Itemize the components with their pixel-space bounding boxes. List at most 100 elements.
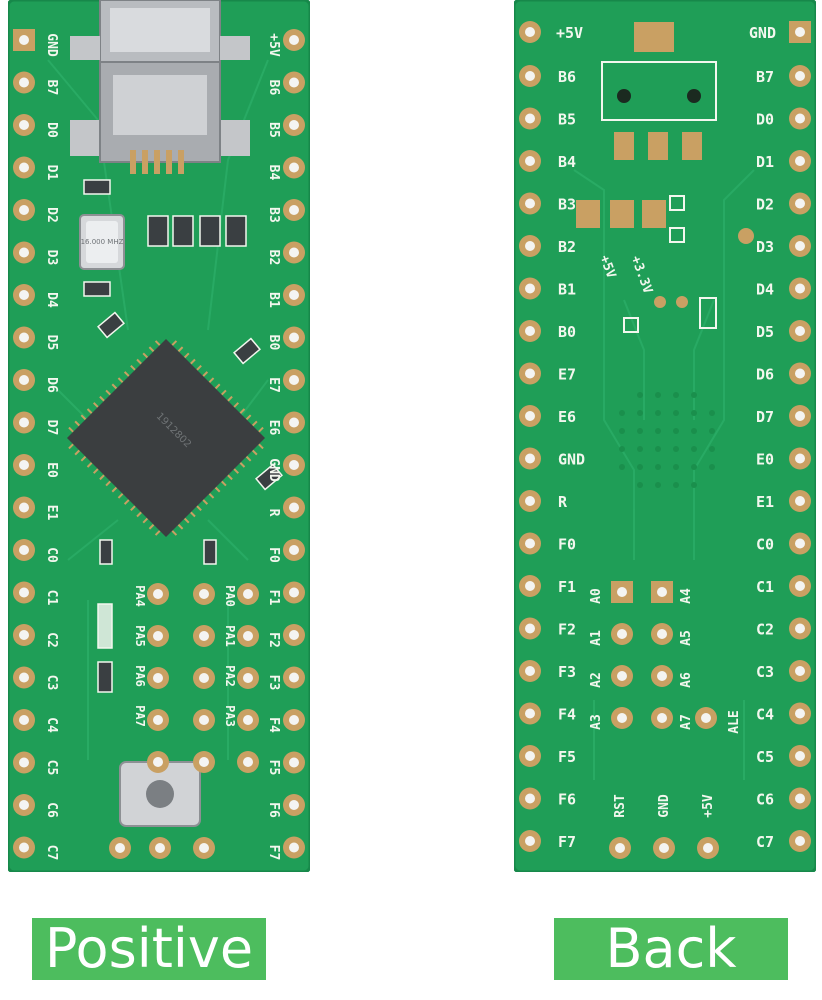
front-left-pad — [13, 624, 35, 646]
front-right-pad — [283, 156, 305, 179]
front-right-pad — [283, 836, 305, 859]
front-left-pad — [13, 326, 35, 349]
back-left-pad — [519, 150, 541, 172]
back-analog-left-label: A0 — [589, 588, 604, 604]
front-right-pin-label: B6 — [266, 80, 281, 96]
back-right-pin-label: D2 — [756, 196, 774, 214]
front-inner-pad — [147, 667, 169, 689]
front-right-pin-label: F1 — [266, 590, 281, 606]
back-left-pin-label: F3 — [558, 663, 576, 681]
back-analog-left-pad — [611, 581, 633, 603]
front-left-pin-label: D3 — [44, 250, 59, 266]
back-label: Back — [554, 918, 788, 980]
front-right-pin-label: F6 — [266, 802, 281, 818]
microcontroller-chip: 1912802 — [67, 339, 265, 537]
front-bottom-pad — [149, 837, 171, 859]
back-bottom-pad — [697, 837, 719, 859]
back-analog-left-pad — [611, 707, 633, 729]
back-left-pin-label: F0 — [558, 536, 576, 554]
back-left-pin-label: F5 — [558, 748, 576, 766]
back-right-pad — [789, 362, 811, 385]
front-right-pad — [283, 241, 305, 264]
back-right-pad — [789, 235, 811, 257]
back-left-pad — [519, 192, 541, 215]
back-left-pad — [519, 490, 541, 512]
back-right-pad — [789, 65, 811, 87]
front-right-pad — [283, 709, 305, 731]
back-right-pad — [789, 490, 811, 512]
smd-components — [83, 179, 283, 693]
front-left-pad — [13, 29, 35, 51]
back-analog-right-pad — [651, 665, 673, 687]
back-right-pin-label: D7 — [756, 408, 774, 426]
back-right-pad — [789, 660, 811, 682]
front-inner-pin-label: PA1 — [223, 625, 237, 647]
front-right-pin-label: R — [266, 509, 281, 517]
front-left-pin-label: C1 — [44, 590, 59, 606]
back-left-pad — [519, 745, 541, 767]
front-left-pad — [13, 71, 35, 94]
front-left-pad — [13, 454, 35, 476]
front-right-pad — [283, 666, 305, 689]
back-right-pad — [789, 617, 811, 640]
front-inner-pin-label: PA4 — [133, 585, 147, 607]
back-left-pad — [519, 617, 541, 640]
front-inner-pad — [237, 625, 259, 647]
front-inner-pin-label: PA0 — [223, 585, 237, 607]
front-left-pin-label: E0 — [44, 462, 59, 478]
back-left-pad — [519, 830, 541, 852]
back-right-pin-label: D1 — [756, 153, 774, 171]
front-right-pin-label: F2 — [266, 632, 281, 648]
front-right-pin-label: E6 — [266, 420, 281, 436]
back-right-pad — [789, 787, 811, 810]
front-bottom-pad — [109, 837, 131, 859]
back-right-pin-label: C3 — [756, 663, 774, 681]
back-top-right-label: GND — [749, 24, 776, 42]
crystal-oscillator: 16.000 MHZ — [79, 214, 125, 270]
back-left-pad — [519, 21, 541, 43]
front-inner-pin-label: PA2 — [223, 665, 237, 687]
back-left-pad — [519, 405, 541, 427]
front-left-pin-label: C3 — [44, 675, 59, 691]
usb-connector — [70, 0, 250, 174]
back-right-pin-label: D5 — [756, 323, 774, 341]
front-left-pad — [13, 284, 35, 306]
back-right-pad — [789, 575, 811, 597]
front-inner-pin-label: PA6 — [133, 665, 147, 687]
front-inner-pad — [237, 667, 259, 689]
front-inner-pad — [147, 751, 169, 773]
front-left-pin-label: B7 — [44, 80, 59, 96]
back-top-left-label: +5V — [556, 24, 583, 42]
front-right-pin-label: E7 — [266, 377, 281, 393]
front-right-pin-label: F3 — [266, 675, 281, 691]
front-inner-pad — [237, 751, 259, 773]
front-left-pin-label: E1 — [44, 505, 59, 521]
front-right-pad — [283, 539, 305, 561]
back-right-pin-label: C4 — [756, 706, 774, 724]
back-right-pin-label: C1 — [756, 578, 774, 596]
back-right-pin-label: C5 — [756, 748, 774, 766]
back-left-pad — [519, 702, 541, 725]
front-left-pin-label: D4 — [44, 292, 59, 308]
back-left-pad — [519, 362, 541, 385]
back-bottom-pin-label: +5V — [701, 794, 716, 818]
front-inner-pad — [237, 709, 259, 731]
front-board-pcb: 16.000 MHZ 1912802 GNDB7D0D1D2D3D4D5D6D7… — [8, 0, 310, 872]
back-analog-right-label: A6 — [679, 672, 694, 688]
back-left-pin-label: B0 — [558, 323, 576, 341]
back-left-pad — [519, 235, 541, 257]
front-left-pad — [13, 581, 35, 604]
back-right-pin-label: C7 — [756, 833, 774, 851]
front-left-pad — [13, 751, 35, 774]
front-right-pad — [283, 581, 305, 604]
front-right-pin-label: B5 — [266, 122, 281, 138]
back-analog-right-label: A7 — [679, 714, 694, 730]
back-right-pad — [789, 150, 811, 172]
back-left-pin-label: B2 — [558, 238, 576, 256]
front-left-pin-label: D0 — [44, 122, 59, 138]
front-right-pin-label: F7 — [266, 845, 281, 861]
front-left-pad — [13, 156, 35, 179]
front-right-pin-label: B3 — [266, 207, 281, 223]
front-inner-pad — [147, 625, 169, 647]
